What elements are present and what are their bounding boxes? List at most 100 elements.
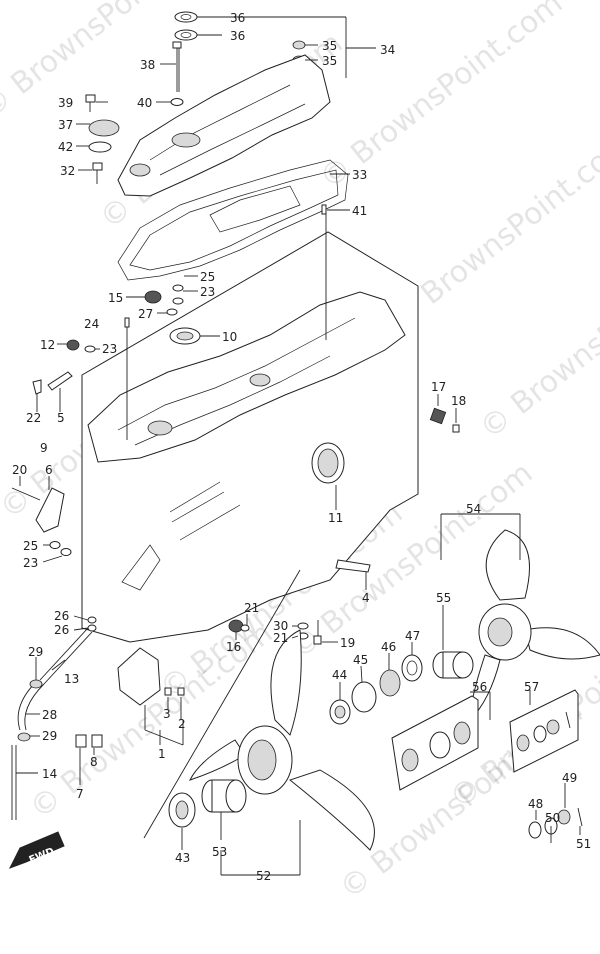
part-label: 21 (273, 631, 288, 645)
part-label: 25 (200, 270, 215, 284)
part-label: 43 (175, 851, 190, 865)
spacer-part (401, 654, 423, 682)
part-label: 37 (58, 118, 73, 132)
cotter-pin (577, 807, 583, 827)
housing-slot (179, 504, 241, 541)
propeller-hub (247, 739, 277, 781)
part-label: 44 (332, 668, 347, 682)
part-label: 14 (42, 767, 57, 781)
part-label: 10 (222, 330, 237, 344)
washer-part (240, 624, 250, 632)
part-label: 28 (42, 708, 57, 722)
parts-drawing: FWD (8, 11, 600, 876)
plug-part (88, 119, 120, 137)
propeller-blade (485, 529, 530, 601)
tube-part (39, 627, 89, 681)
nut-part (546, 719, 560, 735)
bearing-part (317, 448, 339, 478)
part-label: 46 (381, 640, 396, 654)
part-label: 47 (405, 629, 420, 643)
part-label: 56 (472, 680, 487, 694)
bushing-part (452, 651, 474, 679)
bearing-part (176, 331, 194, 341)
part-label: 26 (54, 623, 69, 637)
plate-detail (149, 84, 306, 176)
part-label: 8 (90, 755, 98, 769)
part-label: 5 (57, 411, 65, 425)
part-label: 12 (40, 338, 55, 352)
part-label: 54 (466, 502, 481, 516)
deck-port (249, 373, 271, 387)
part-label: 42 (58, 140, 73, 154)
part-label: 49 (562, 771, 577, 785)
part-label: 4 (362, 591, 370, 605)
part-label: 23 (102, 342, 117, 356)
part-label: 33 (352, 168, 367, 182)
fitting-part (66, 339, 80, 351)
pin-part (335, 559, 371, 573)
washer-part (60, 548, 72, 556)
fitting-part (144, 290, 162, 304)
part-label: 55 (436, 591, 451, 605)
part-label: 13 (64, 672, 79, 686)
pin-part (124, 317, 130, 328)
gasket-part (129, 169, 339, 271)
o-ring-part (87, 624, 97, 632)
propeller-blade (524, 627, 600, 660)
cotter-pin (565, 711, 571, 729)
part-label: 48 (528, 797, 543, 811)
seal-part (180, 32, 192, 38)
housing-slot (171, 491, 225, 523)
part-label: 22 (26, 411, 41, 425)
part-label: 29 (28, 645, 43, 659)
o-ring-part (88, 141, 112, 153)
part-label: 38 (140, 58, 155, 72)
part-label: 30 (273, 619, 288, 633)
part-label: 36 (230, 29, 245, 43)
o-ring-part (166, 308, 178, 316)
part-label: 39 (58, 96, 73, 110)
propeller-blade (288, 769, 375, 851)
screw-part (177, 687, 185, 696)
gasket-part (117, 159, 349, 281)
seal-part (174, 11, 198, 23)
screw-part (11, 487, 41, 501)
bolt-part (92, 162, 103, 171)
plate-part (47, 371, 73, 391)
o-ring-part (87, 616, 97, 624)
o-ring-part (84, 345, 96, 353)
bolt-part (313, 635, 322, 645)
part-label: 25 (23, 539, 38, 553)
washer-part (533, 725, 547, 743)
part-label: 53 (212, 845, 227, 859)
part-label: 57 (524, 680, 539, 694)
part-label: 23 (200, 285, 215, 299)
housing-slot (169, 481, 221, 513)
seal-part (174, 29, 198, 41)
part-label: 19 (340, 636, 355, 650)
deck-port (147, 420, 173, 436)
o-ring-part (172, 297, 184, 305)
screw-part (452, 424, 460, 433)
part-label: 17 (431, 380, 446, 394)
plate-port (129, 163, 151, 177)
nut-part (453, 721, 471, 745)
part-label: 36 (230, 11, 245, 25)
spacer-part (401, 748, 419, 772)
washer-part (49, 541, 61, 549)
forward-arrow-icon: FWD (8, 831, 65, 869)
part-label: 2 (178, 717, 186, 731)
part-label: 51 (576, 837, 591, 851)
part-label: 50 (545, 811, 560, 825)
part-label: 40 (137, 96, 152, 110)
part-label: 27 (138, 307, 153, 321)
part-label: 23 (23, 556, 38, 570)
callout-labels: 36 36 35 35 34 38 39 40 37 42 32 33 41 2… (12, 11, 591, 883)
part-label: 6 (45, 463, 53, 477)
propeller-blade (270, 629, 302, 736)
clip-part (429, 407, 447, 425)
part-label: 15 (108, 291, 123, 305)
washer-part (351, 681, 377, 713)
hose-part (24, 683, 45, 731)
nut-part (557, 809, 571, 825)
